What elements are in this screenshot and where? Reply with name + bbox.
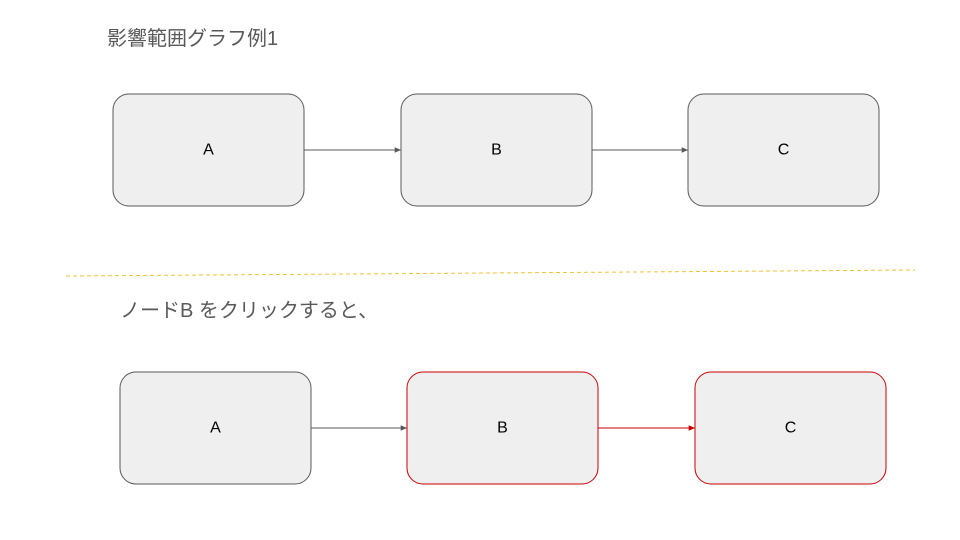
node-a[interactable]: A [119, 371, 312, 485]
node-label: B [491, 142, 502, 159]
graph-after: A B C [119, 371, 887, 485]
node-b[interactable]: B [400, 93, 593, 207]
node-a[interactable]: A [112, 93, 305, 207]
node-box[interactable] [406, 371, 599, 485]
node-label: C [778, 142, 790, 159]
node-box[interactable] [694, 371, 887, 485]
node-label: B [497, 420, 508, 437]
node-label: A [210, 420, 221, 437]
graph-before: A B C [112, 93, 880, 207]
node-b[interactable]: B [406, 371, 599, 485]
node-box[interactable] [400, 93, 593, 207]
diagram-title: 影響範囲グラフ例1 [107, 28, 279, 50]
node-c[interactable]: C [694, 371, 887, 485]
node-box[interactable] [112, 93, 305, 207]
node-box[interactable] [119, 371, 312, 485]
node-c[interactable]: C [687, 93, 880, 207]
node-label: C [785, 420, 797, 437]
node-label: A [203, 142, 214, 159]
node-box[interactable] [687, 93, 880, 207]
section-divider [65, 269, 916, 277]
click-caption: ノードB をクリックすると、 [120, 300, 379, 322]
